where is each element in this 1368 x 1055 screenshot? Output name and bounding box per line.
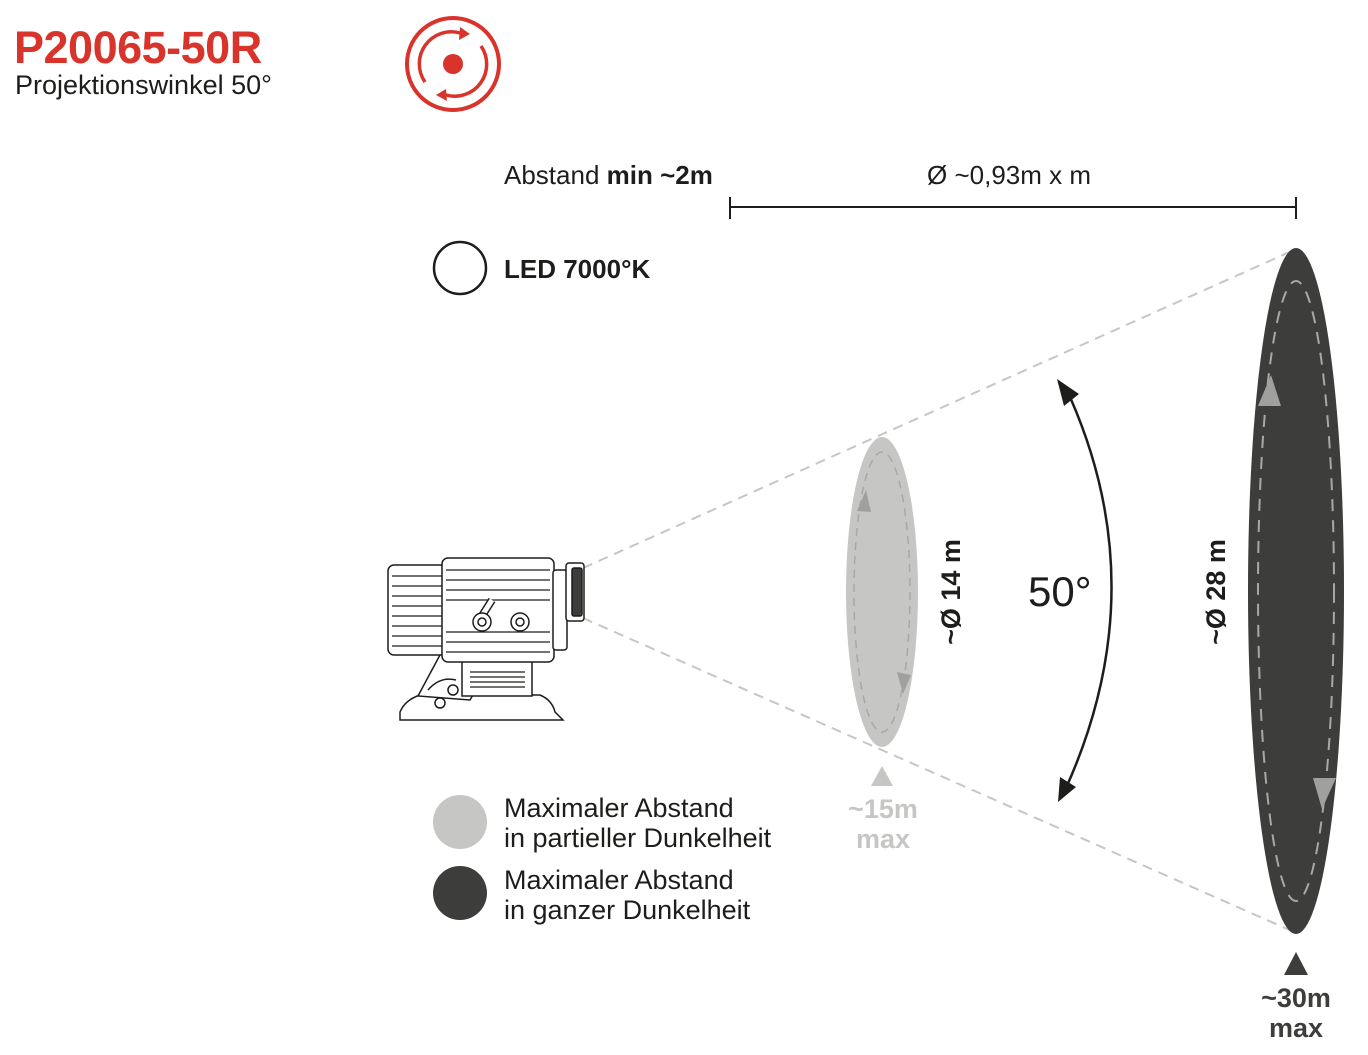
legend-full-swatch bbox=[433, 866, 487, 920]
far-projection-ellipse bbox=[1248, 248, 1344, 934]
legend-full-line2: in ganzer Dunkelheit bbox=[504, 895, 751, 925]
far-distance-value: ~30m bbox=[1261, 983, 1331, 1013]
led-circle-icon bbox=[432, 240, 488, 296]
rotation-icon bbox=[405, 16, 501, 112]
far-distance-marker bbox=[1284, 952, 1308, 975]
near-distance-value: ~15m bbox=[848, 794, 918, 824]
near-distance-marker bbox=[871, 766, 893, 786]
legend-partial-line2: in partieller Dunkelheit bbox=[504, 823, 772, 853]
legend-full-line1: Maximaler Abstand bbox=[504, 865, 734, 895]
near-distance-label: ~15m max bbox=[837, 794, 929, 854]
far-diameter-label: ~Ø 28 m bbox=[1201, 539, 1231, 645]
diameter-ratio-label: Ø ~0,93m x m bbox=[927, 160, 1091, 190]
legend-full: Maximaler Abstand in ganzer Dunkelheit bbox=[504, 865, 750, 925]
projector-icon bbox=[387, 557, 585, 721]
min-distance-value: min ~2m bbox=[606, 160, 713, 190]
near-diameter-label: ~Ø 14 m bbox=[936, 539, 966, 645]
beam-lines bbox=[582, 249, 1295, 933]
legend-partial-swatch bbox=[433, 795, 487, 849]
far-distance-label: ~30m max bbox=[1250, 983, 1342, 1043]
product-title: P20065-50R bbox=[14, 22, 262, 73]
distance-dimension-line bbox=[729, 197, 1297, 219]
legend-partial: Maximaler Abstand in partieller Dunkelhe… bbox=[504, 793, 771, 853]
legend-partial-line1: Maximaler Abstand bbox=[504, 793, 734, 823]
angle-arc bbox=[1057, 379, 1113, 802]
led-label: LED 7000°K bbox=[504, 254, 651, 284]
angle-label: 50° bbox=[1028, 568, 1092, 615]
far-distance-max: max bbox=[1268, 1013, 1324, 1043]
min-distance-label: Abstand min ~2m bbox=[504, 160, 713, 191]
min-distance-prefix: Abstand bbox=[504, 160, 607, 190]
projection-angle-subtitle: Projektionswinkel 50° bbox=[15, 70, 272, 100]
near-projection-ellipse bbox=[846, 437, 918, 747]
near-distance-max: max bbox=[855, 824, 911, 854]
